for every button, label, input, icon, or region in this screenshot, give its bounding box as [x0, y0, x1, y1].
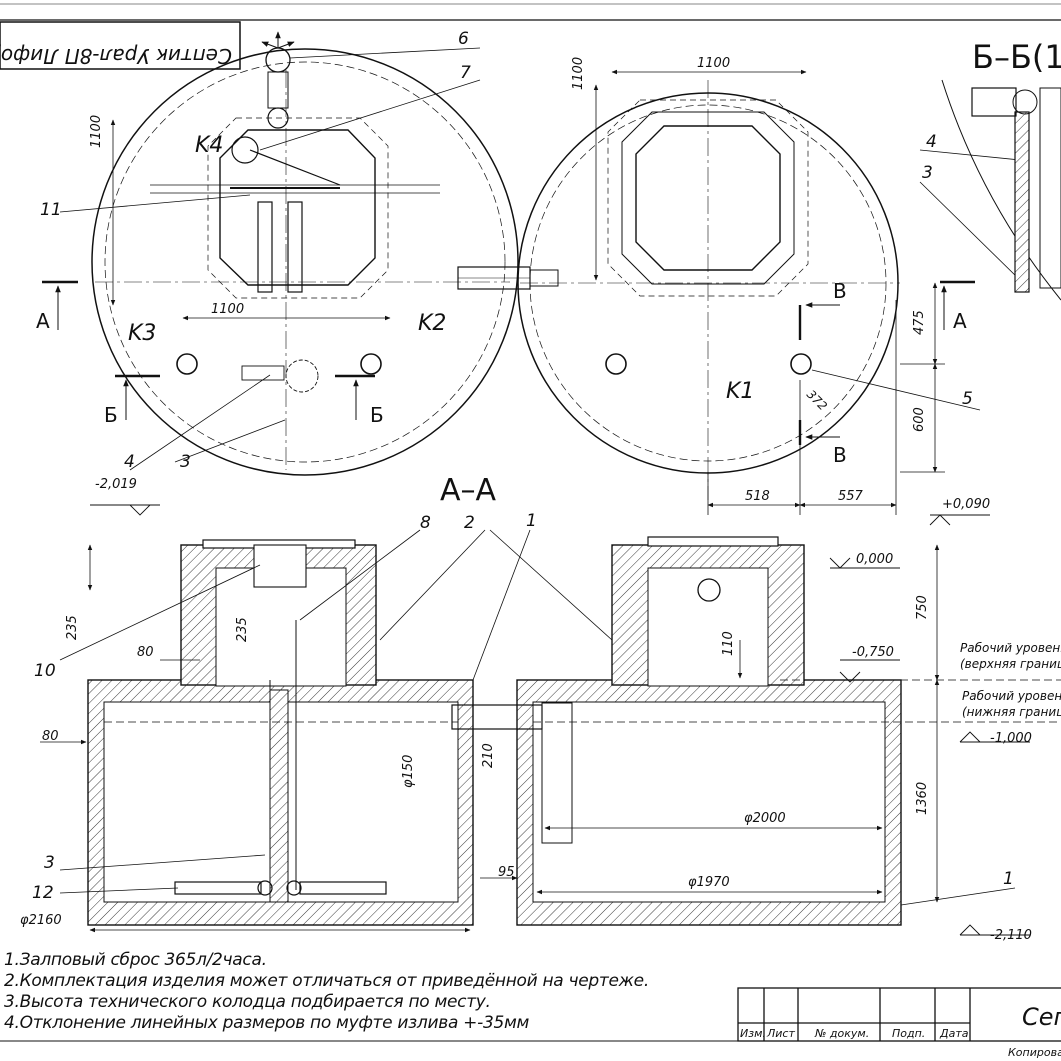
note-1: 1.Залповый сброс 365л/2часа. [4, 950, 267, 970]
callout-12: 12 [32, 883, 54, 903]
stamp-copy: Копировал [1008, 1046, 1061, 1059]
dim-1100-c: 1100 [697, 56, 730, 71]
title-box-text: Септик Урал-8П Лифорд [0, 44, 232, 68]
callout-1-top: 1 [526, 511, 537, 531]
dim-80-a: 80 [137, 645, 154, 660]
level-marks [90, 504, 1030, 936]
section-bb-partial [941, 79, 1061, 301]
cut-a-right: А [953, 309, 967, 333]
plan-left-chamber [91, 47, 519, 476]
callout-3-bb: 3 [922, 163, 933, 183]
dim-150: φ150 [401, 755, 416, 788]
section-leaders [59, 529, 1016, 906]
dim-1100-b: 1100 [211, 302, 244, 317]
dim-475: 475 [912, 310, 927, 335]
level-0750: -0,750 [852, 645, 894, 660]
section-cut-marks [42, 280, 975, 445]
level-2110: -2,110 [990, 928, 1032, 943]
dim-518: 518 [745, 489, 770, 504]
work-level-lower-2: (нижняя граница) [962, 705, 1061, 719]
working-level-labels: Рабочий уровень (верхняя граница) Рабочи… [960, 641, 1061, 719]
level-1000: -1,000 [990, 731, 1032, 746]
callout-numbers: 6 7 11 4 3 5 8 2 1 10 3 12 1 4 3 [32, 29, 1014, 903]
connecting-pipe-plan [457, 266, 559, 290]
callout-8: 8 [420, 513, 431, 533]
note-4: 4.Отклонение линейных размеров по муфте … [4, 1013, 530, 1033]
stamp-izm: Изм. [740, 1027, 766, 1040]
callout-10: 10 [34, 661, 56, 681]
chamber-k1: K1 [726, 379, 754, 404]
stamp-labels: Изм. Лист № докум. Подп. Дата Септ Копир… [740, 1003, 1061, 1059]
dim-80-b: 80 [42, 729, 59, 744]
dim-1360: 1360 [915, 782, 930, 815]
callout-2: 2 [464, 513, 475, 533]
plan-dimensions [110, 69, 945, 515]
callout-1-bottom: 1 [1003, 869, 1014, 889]
section-right-tank [516, 536, 902, 926]
level-2019: -2,019 [95, 477, 137, 492]
stamp-data: Дата [939, 1027, 969, 1040]
dim-110: 110 [721, 631, 736, 656]
dim-95: 95 [498, 865, 515, 880]
callout-7: 7 [460, 63, 471, 83]
chamber-k3: K3 [128, 321, 156, 346]
dim-600: 600 [912, 407, 927, 432]
work-level-upper-2: (верхняя граница) [960, 657, 1061, 671]
stamp-list: Лист [766, 1027, 795, 1040]
section-aa-title: А–А [440, 473, 497, 508]
section-letters: А А Б Б В В [36, 279, 967, 467]
working-level-lines [104, 679, 1061, 723]
cut-v-bottom: В [833, 443, 847, 467]
stamp-doc: № докум. [814, 1027, 869, 1040]
section-dimensions [40, 544, 940, 933]
connecting-pipe-section [269, 620, 573, 890]
chamber-labels: K4 K3 K2 K1 [128, 133, 754, 404]
cut-a-left: А [36, 309, 50, 333]
work-level-lower-1: Рабочий уровень [962, 689, 1061, 703]
cut-b-left: Б [104, 403, 118, 427]
view-titles: Б–Б(1: А–А [440, 38, 1061, 508]
chamber-k4: K4 [195, 133, 223, 158]
cut-v-top: В [833, 279, 847, 303]
section-left-tank [87, 539, 474, 926]
dim-1100-d: 1100 [571, 57, 586, 90]
work-level-upper-1: Рабочий уровень [960, 641, 1061, 655]
note-2: 2.Комплектация изделия может отличаться … [4, 971, 649, 991]
dim-1970: φ1970 [688, 875, 730, 890]
plan-leaders [59, 47, 1021, 471]
dim-1100-a: 1100 [89, 115, 104, 148]
dim-557: 557 [838, 489, 864, 504]
chamber-k2: K2 [418, 311, 446, 336]
dimension-values: 1100 1100 1100 1100 475 600 372 518 557 … [20, 56, 930, 928]
flow-arrows-top [261, 31, 295, 49]
stamp-podp: Подп. [892, 1027, 925, 1040]
dim-2160: φ2160 [20, 913, 62, 928]
dim-372: 372 [804, 387, 830, 413]
title-box: Септик Урал-8П Лифорд [0, 21, 241, 70]
callout-5: 5 [962, 389, 973, 409]
level-values: -2,019 +0,090 0,000 -0,750 -1,000 -2,110 [95, 477, 1032, 943]
dim-210: 210 [481, 743, 496, 768]
callout-4-plan: 4 [124, 452, 135, 472]
callout-6: 6 [458, 29, 469, 49]
callout-4-bb: 4 [926, 132, 937, 152]
stamp-title: Септ [1022, 1003, 1061, 1031]
level-0090: +0,090 [942, 497, 990, 512]
note-3: 3.Высота технического колодца подбираетс… [4, 992, 491, 1012]
title-stamp [0, 987, 1061, 1042]
cut-b-right: Б [370, 403, 384, 427]
dim-750: 750 [915, 595, 930, 620]
section-bb-title: Б–Б(1: [972, 38, 1061, 76]
dim-235-a: 235 [65, 615, 80, 640]
callout-11: 11 [40, 200, 62, 220]
level-0000: 0,000 [856, 552, 893, 567]
callout-3-plan: 3 [180, 452, 191, 472]
dim-2000: φ2000 [744, 811, 786, 826]
dim-235-b: 235 [235, 617, 250, 642]
callout-3-sec: 3 [44, 853, 55, 873]
